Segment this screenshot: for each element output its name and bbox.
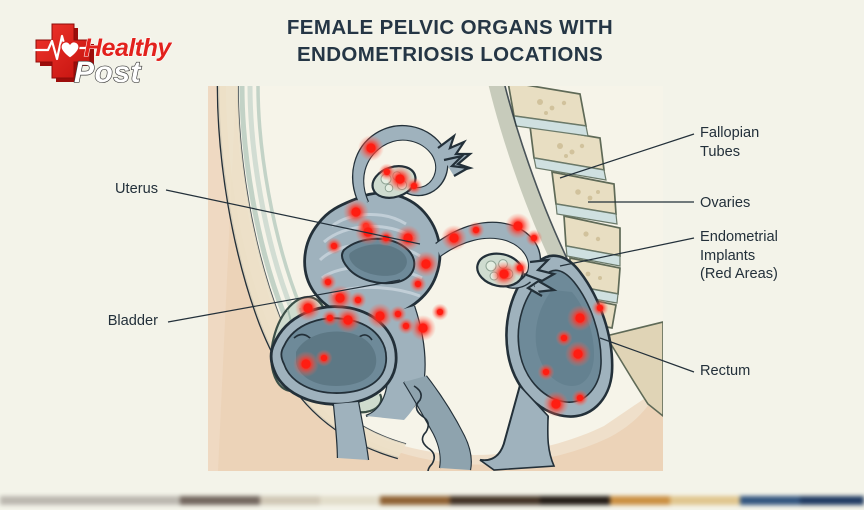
- page-title: FEMALE PELVIC ORGANS WITH ENDOMETRIOSIS …: [250, 14, 650, 68]
- heart-icon: [60, 41, 80, 59]
- pelvic-anatomy-illustration: [208, 86, 663, 471]
- label-fallopian-tubes: Fallopian Tubes: [700, 125, 760, 160]
- label-rectum: Rectum: [700, 363, 751, 379]
- logo-word-post: Post: [74, 56, 143, 89]
- title-line-2: ENDOMETRIOSIS LOCATIONS: [296, 43, 604, 66]
- bottom-image-sliver: [0, 492, 864, 505]
- label-ovaries: Ovaries: [700, 195, 751, 211]
- logo-word-healthy: Healthy: [84, 34, 172, 62]
- title-line-1: FEMALE PELVIC ORGANS WITH: [286, 16, 614, 39]
- label-endometrial-implants: Endometrial Implants (Red Areas): [700, 229, 778, 282]
- label-bladder: Bladder: [107, 313, 158, 329]
- healthy-post-logo: Healthy Post: [26, 14, 196, 90]
- label-uterus: Uterus: [115, 181, 158, 197]
